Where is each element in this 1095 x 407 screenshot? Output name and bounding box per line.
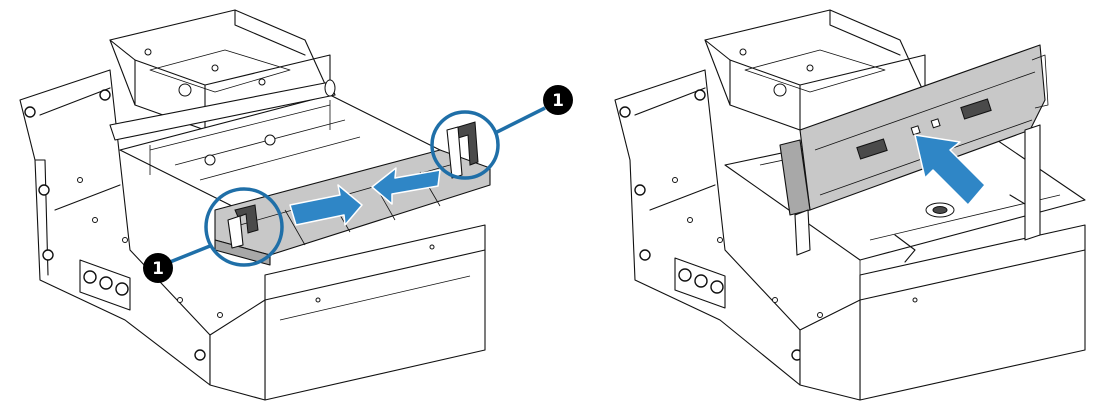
lever-highlight-ring-left	[204, 187, 284, 267]
callout-lower-left: 1	[143, 253, 173, 283]
lift-up-arrow-icon	[914, 134, 986, 206]
slide-left-arrow-icon	[371, 167, 441, 205]
lever-highlight-ring-right	[430, 110, 500, 180]
left-printer-unit: 1 1	[19, 9, 573, 401]
callout-upper-right: 1	[543, 85, 573, 115]
slide-right-arrow-icon	[289, 184, 363, 226]
svg-text:1: 1	[552, 91, 564, 111]
svg-text:1: 1	[152, 259, 164, 279]
right-printer-unit	[614, 9, 1086, 401]
